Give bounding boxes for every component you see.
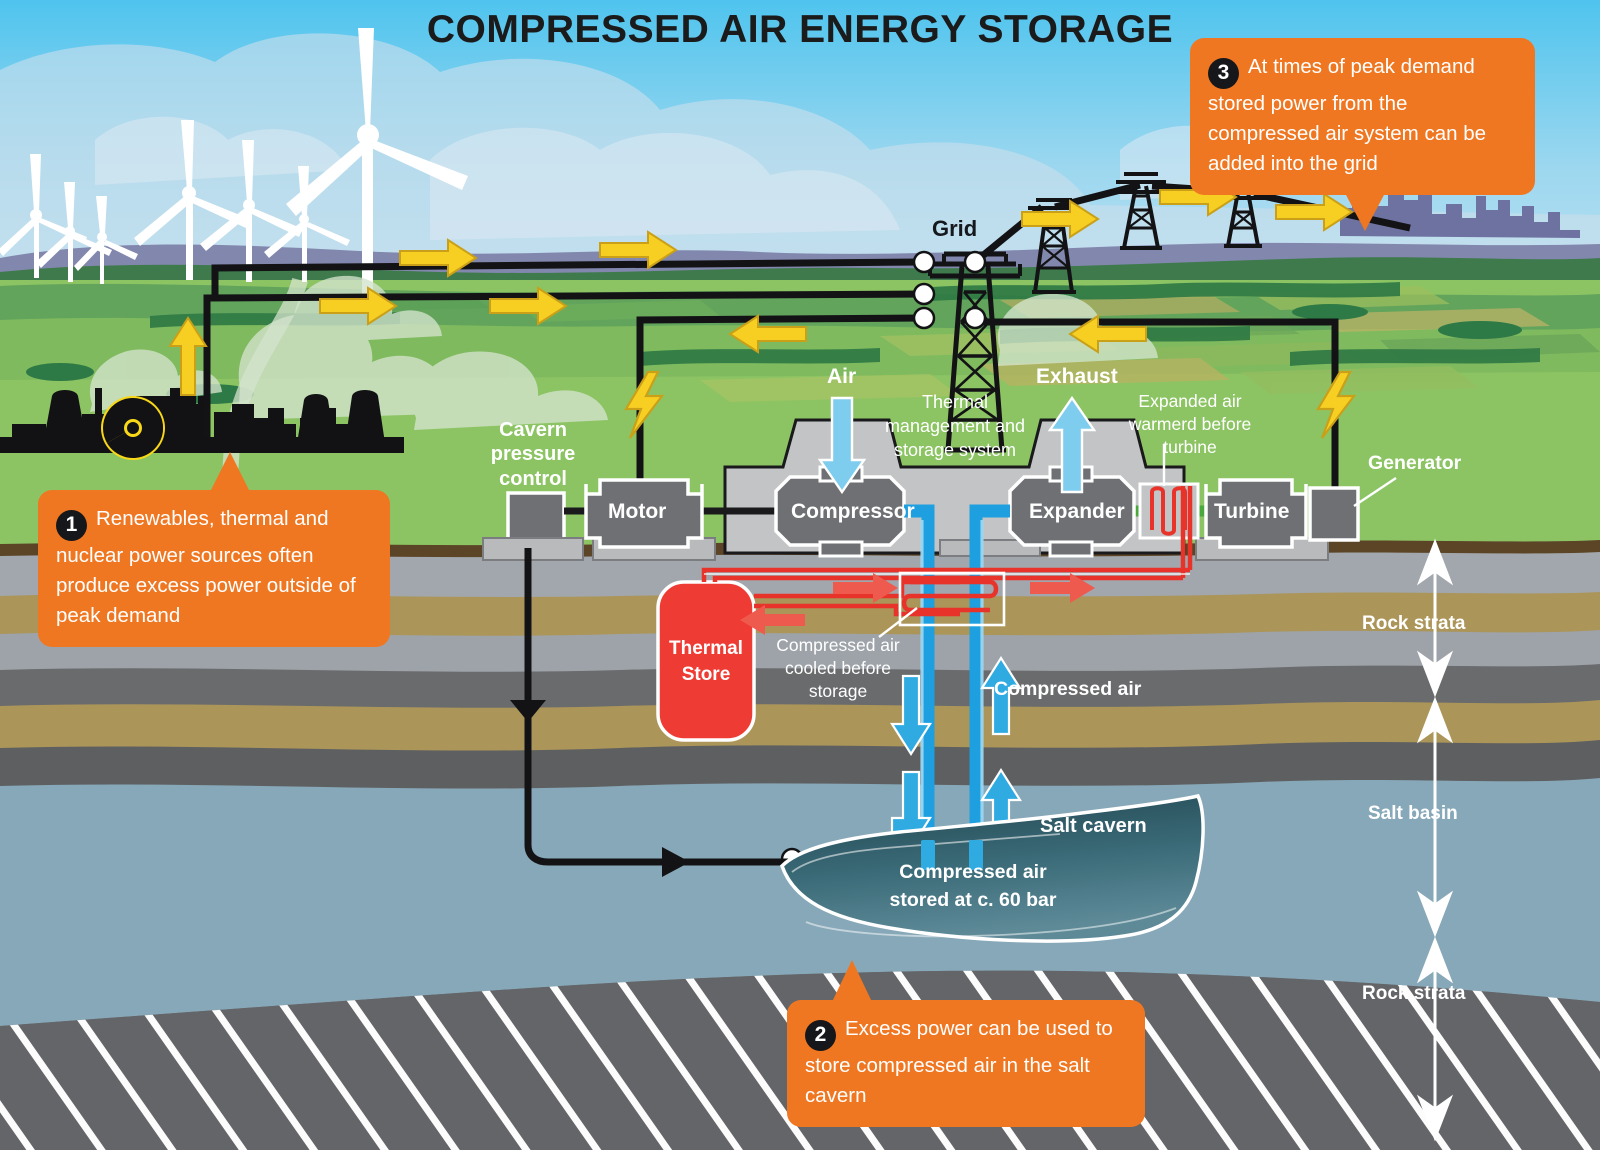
label-rock-strata-lower: Rock strata: [1362, 983, 1466, 1004]
label-compressed-air-cooled: Compressed air cooled before storage: [776, 635, 900, 701]
arrow-right-icon: [319, 286, 398, 326]
salt-cavern: [779, 793, 1205, 943]
arrow-up-icon: [168, 316, 208, 396]
leader-lines: [878, 444, 1397, 638]
page-title: COMPRESSED AIR ENERGY STORAGE: [426, 8, 1174, 51]
label-expander: Expander: [1029, 500, 1125, 523]
pipe-stubs-in-cavern: [921, 840, 983, 870]
arrow-right-icon: [599, 230, 678, 270]
arrow-up-icon: [980, 655, 1022, 736]
callout-1-tail: [210, 452, 250, 492]
arrow-up-icon: [1416, 696, 1454, 744]
leader-generator: [1353, 477, 1397, 507]
label-compressor: Compressor: [791, 500, 915, 523]
pipe-compressor-down: [904, 504, 935, 867]
machine-footings: [482, 537, 1329, 561]
callout-3-text: At times of peak demand stored power fro…: [1208, 55, 1487, 175]
label-expanded-air-warmed: Expanded air warmerd before turbine: [1128, 391, 1252, 457]
label-grid: Grid: [932, 216, 978, 241]
arrow-right-icon: [489, 286, 568, 326]
pipe-up-to-expander: [969, 504, 1010, 867]
arrow-up-icon: [1416, 936, 1454, 984]
air-intake-arrow: [817, 396, 867, 495]
label-thermal-management: Thermal management and storage system: [884, 392, 1026, 460]
lightning-bolt-icon: [1316, 370, 1357, 439]
wind-turbine-4: [264, 166, 350, 282]
arrow-right-icon: [1275, 192, 1354, 232]
strata-dark-1: [0, 664, 1600, 716]
arrow-right-icon: [1021, 199, 1100, 239]
arrow-down-icon: [1416, 650, 1454, 698]
generator-box: [1308, 486, 1360, 542]
callout-2-tail: [832, 960, 872, 1002]
arrow-right-icon: [833, 573, 898, 603]
cavern-pipe-arrows: [510, 700, 690, 877]
arrow-right-icon: [1030, 573, 1095, 603]
label-salt-basin: Salt basin: [1368, 803, 1458, 824]
arrow-right-icon: [662, 847, 690, 877]
label-compressed-air: Compressed air: [994, 678, 1142, 700]
arrow-left-icon: [740, 605, 805, 635]
hot-flow-arrows: [740, 573, 1095, 635]
label-motor: Motor: [608, 500, 667, 523]
callout-3-tail: [1345, 192, 1385, 231]
arrow-right-icon: [399, 238, 478, 278]
cable-windfarm-top: [211, 258, 925, 300]
rock-strata-group: [0, 552, 1600, 800]
label-stored-at-60-bar: Compressed air stored at c. 60 bar: [889, 861, 1057, 911]
cavern-pressure-pipe: [524, 548, 790, 866]
cable-plant-to-grid: [203, 290, 925, 438]
arrow-left-icon: [1068, 314, 1147, 354]
wind-turbine-7: [74, 196, 138, 284]
arrow-up-icon: [1416, 538, 1454, 586]
arrow-down-icon: [890, 674, 932, 757]
underground-heat-exchanger: [898, 571, 1006, 627]
flow-arrow-group: [168, 177, 1354, 396]
callout-2-text: Excess power can be used to store compre…: [805, 1017, 1113, 1107]
callout-3-number: 3: [1208, 57, 1239, 89]
exhaust-arrow: [1047, 395, 1097, 494]
pylon-3: [1112, 172, 1170, 250]
cloud-bank: [0, 33, 1600, 300]
motor-box: [584, 478, 704, 549]
label-rock-strata-upper: Rock strata: [1362, 613, 1466, 634]
callout-2-number: 2: [805, 1019, 836, 1051]
leader-compressed-air-cooled: [878, 607, 918, 638]
compressor-unit: [774, 465, 906, 558]
label-salt-cavern: Salt cavern: [1040, 815, 1147, 837]
strata-grey-2: [0, 630, 1600, 678]
wind-turbine-farm: [0, 28, 468, 305]
lightning-bolt-icon: [624, 370, 665, 439]
callout-1-text: Renewables, thermal and nuclear power so…: [56, 507, 356, 627]
label-thermal-store: Thermal Store: [669, 638, 743, 685]
callout-1-number: 1: [56, 509, 87, 541]
arrow-up-icon: [510, 700, 546, 722]
arrow-left-icon: [728, 314, 807, 354]
compressed-air-pipes: [904, 504, 1010, 867]
arrow-down-icon: [1416, 890, 1454, 938]
turbine-box: [1204, 478, 1308, 549]
wind-turbine-3: [200, 140, 303, 282]
label-air: Air: [827, 365, 857, 388]
expander-unit: [1008, 465, 1136, 558]
label-generator: Generator: [1368, 452, 1462, 474]
strata-tan-2: [0, 700, 1600, 758]
label-turbine: Turbine: [1214, 500, 1290, 523]
label-exhaust: Exhaust: [1036, 365, 1118, 388]
label-cavern-pressure-control: Cavern pressure control: [490, 419, 576, 490]
depth-scale: [1416, 538, 1454, 1142]
arrow-down-icon: [1416, 1094, 1454, 1142]
radiation-icon: [101, 396, 165, 460]
